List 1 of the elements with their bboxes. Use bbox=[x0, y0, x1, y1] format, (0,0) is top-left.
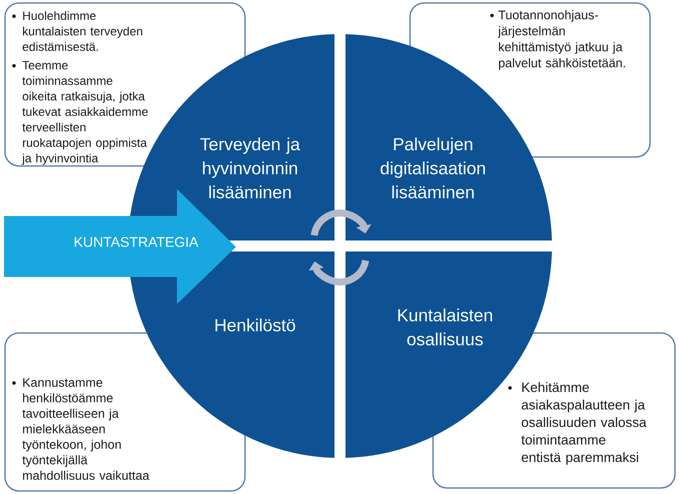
circle-quadrant: Henkilöstö bbox=[128, 252, 334, 458]
